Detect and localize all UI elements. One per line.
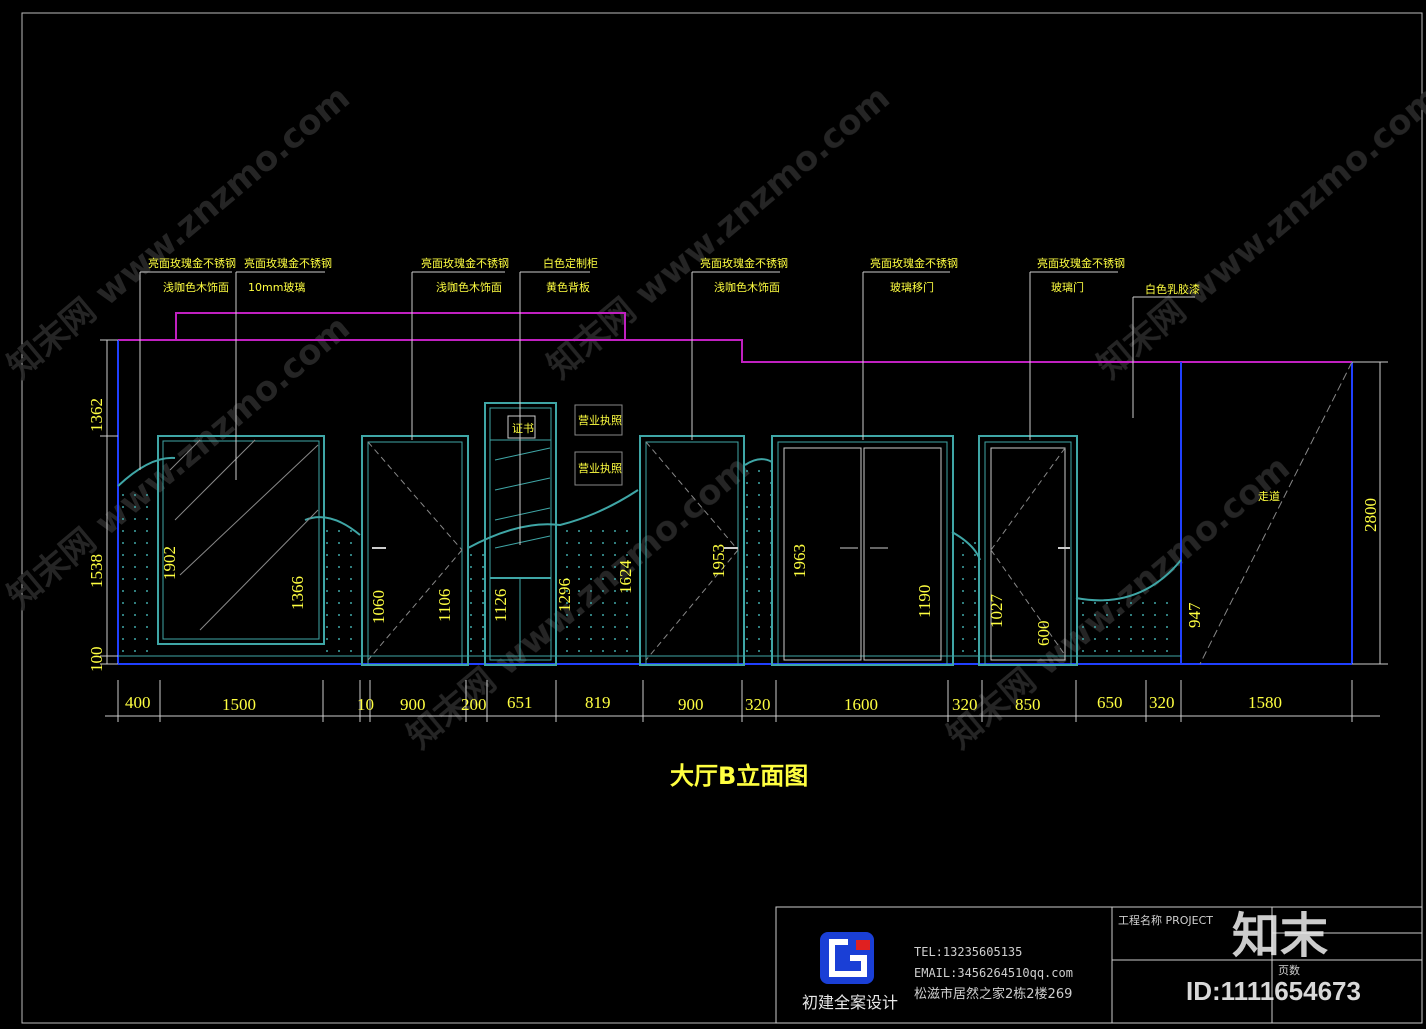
wall-texture — [326, 528, 360, 656]
dim-h-3: 10 — [357, 695, 374, 714]
wall-texture — [556, 525, 638, 656]
callout-1-top: 亮面玫瑰金不锈钢 — [148, 256, 236, 270]
callout-3-top: 亮面玫瑰金不锈钢 — [421, 256, 509, 270]
callout-1-bottom: 浅咖色木饰面 — [163, 280, 229, 294]
wall-texture — [1078, 600, 1178, 656]
corridor-diagonal — [1199, 361, 1353, 665]
dim-h-11: 320 — [952, 695, 978, 714]
dim-h-1: 400 — [125, 693, 151, 712]
contact-tel: TEL:13235605135 — [914, 945, 1022, 959]
dim-v-6: 1296 — [555, 578, 574, 612]
callout-2-top: 亮面玫瑰金不锈钢 — [244, 256, 332, 270]
certificate-label: 证书 — [512, 422, 534, 435]
callout-6-top: 亮面玫瑰金不锈钢 — [870, 256, 958, 270]
glass-door — [978, 435, 1078, 666]
corridor-label: 走道 — [1258, 489, 1280, 503]
dim-v-12: 600 — [1034, 621, 1053, 647]
sheet-border — [21, 12, 1423, 1024]
wall-texture — [745, 470, 771, 656]
callout-7-bottom: 玻璃门 — [1051, 280, 1084, 294]
contact-address: 松滋市居然之家2栋2楼269 — [914, 986, 1072, 1002]
project-label: 工程名称 PROJECT — [1118, 913, 1213, 927]
dim-h-2: 1500 — [222, 695, 256, 714]
dim-h-8: 900 — [678, 695, 704, 714]
callout-4-top: 白色定制柜 — [543, 256, 598, 270]
left-dimension-chain — [100, 339, 118, 665]
horizontal-dimension-chain — [105, 680, 1380, 722]
dim-v-7: 1624 — [616, 560, 635, 595]
dim-h-12: 850 — [1015, 695, 1041, 714]
dim-v-11: 1027 — [987, 594, 1006, 629]
page-label: 页数 — [1278, 964, 1300, 977]
dim-left-2: 1538 — [87, 554, 106, 588]
ceiling-recess — [175, 312, 626, 340]
callout-2-bottom: 10mm玻璃 — [248, 280, 305, 294]
watermark-text: 知末网 www.znzmo.com — [1090, 78, 1426, 387]
ceiling-line — [118, 339, 1352, 363]
license-frame-2 — [574, 451, 623, 486]
license-label-1: 营业执照 — [578, 413, 622, 427]
dim-v-13: 947 — [1185, 602, 1204, 628]
license-label-2: 营业执照 — [578, 461, 622, 475]
dim-v-3: 1060 — [369, 590, 388, 624]
callout-7-top: 亮面玫瑰金不锈钢 — [1037, 256, 1125, 270]
dim-v-2: 1366 — [288, 576, 307, 610]
company-logo — [820, 932, 874, 984]
callout-4-bottom: 黄色背板 — [546, 280, 590, 294]
leader-lines — [139, 271, 1195, 545]
dim-h-9: 320 — [745, 695, 771, 714]
right-dimension — [1352, 361, 1388, 665]
dim-h-6: 651 — [507, 693, 533, 712]
dim-v-5: 1126 — [491, 589, 510, 622]
title-block — [775, 906, 1423, 1024]
wall-texture — [468, 552, 484, 656]
license-frame-1 — [574, 404, 623, 436]
dim-h-13: 650 — [1097, 693, 1123, 712]
callout-6-bottom: 玻璃移门 — [890, 280, 934, 294]
drawing-title: 大厅B立面图 — [670, 762, 808, 790]
door-1 — [361, 435, 469, 666]
dim-v-8: 1953 — [709, 544, 728, 578]
wall-texture — [120, 490, 158, 655]
callout-5-top: 亮面玫瑰金不锈钢 — [700, 256, 788, 270]
dim-left-3: 100 — [87, 647, 106, 673]
dim-v-1: 1902 — [160, 546, 179, 580]
callout-5-bottom: 浅咖色木饰面 — [714, 280, 780, 294]
dim-v-9: 1963 — [790, 544, 809, 578]
dim-h-5: 200 — [461, 695, 487, 714]
callout-3-bottom: 浅咖色木饰面 — [436, 280, 502, 294]
dim-left-1: 1362 — [87, 398, 106, 432]
dim-h-15: 1580 — [1248, 693, 1282, 712]
dim-v-4: 1106 — [435, 589, 454, 622]
dim-h-14: 320 — [1149, 693, 1175, 712]
dim-right: 2800 — [1361, 498, 1380, 532]
dim-h-10: 1600 — [844, 695, 878, 714]
contact-email: EMAIL:3456264510qq.com — [914, 966, 1073, 980]
watermark-layer: 知末网 www.znzmo.com 知末网 www.znzmo.com 知末网 … — [0, 78, 1426, 757]
glass-panel — [157, 435, 325, 645]
brand-watermark: 知末 — [1232, 908, 1328, 964]
wall-texture — [952, 540, 978, 656]
id-watermark: ID:1111654673 — [1186, 976, 1361, 1006]
callout-8: 白色乳胶漆 — [1145, 282, 1200, 296]
dim-v-10: 1190 — [915, 585, 934, 618]
dim-h-4: 900 — [400, 695, 426, 714]
company-name: 初建全案设计 — [802, 993, 898, 1012]
dim-h-7: 819 — [585, 693, 611, 712]
